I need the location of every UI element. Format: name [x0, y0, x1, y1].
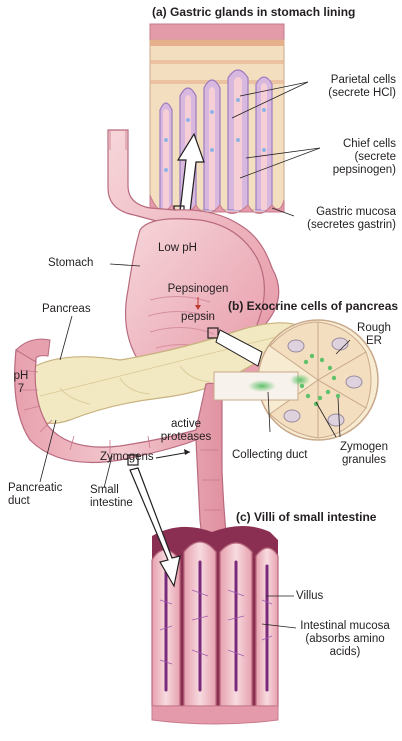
active-line1: active [170, 418, 202, 430]
low-ph-label: Low pH [158, 242, 197, 254]
active-line2: proteases [160, 431, 212, 443]
chief-label-line2: (secrete [354, 151, 396, 163]
gastric-gland-block [149, 23, 285, 217]
pancreatic-acinus [213, 319, 379, 441]
stomach-label: Stomach [48, 257, 94, 269]
rough-er-line2: ER [366, 335, 382, 347]
chief-label-line3: pepsinogen) [332, 164, 396, 176]
intestinal-mucosa-label: Intestinal mucosa (absorbs amino acids) [292, 620, 398, 659]
pancreatic-duct-line1: Pancreatic [8, 482, 63, 494]
collecting-duct-label: Collecting duct [232, 449, 308, 461]
small-intestine-line2: intestine [90, 497, 133, 509]
parietal-cells-label: Parietal cells (secrete HCl) [328, 74, 396, 100]
rough-er-label: Rough ER [352, 322, 396, 348]
zymogen-granules-line2: granules [341, 454, 387, 466]
ph-seven-label: pH 7 [8, 370, 34, 396]
pepsin-label: pepsin [181, 311, 215, 323]
panel-b-heading: (b) Exocrine cells of pancreas [228, 299, 399, 313]
chief-label-line1: Chief cells [342, 138, 396, 150]
ph-line2: 7 [17, 383, 25, 395]
ph-line1: pH [13, 370, 29, 382]
intestinal-mucosa-line1: Intestinal mucosa [300, 620, 390, 632]
pancreatic-duct-label: Pancreatic duct [8, 482, 62, 508]
panel-c-heading: (c) Villi of small intestine [236, 510, 377, 524]
leader-lines [39, 81, 321, 629]
panel-a-heading: (a) Gastric glands in stomach lining [152, 5, 356, 19]
activation-arrow [155, 451, 191, 459]
small-intestine-label: Small intestine [90, 484, 133, 510]
villi-block [129, 467, 279, 725]
pancreas-label: Pancreas [42, 303, 91, 315]
pepsinogen-label: Pepsinogen [167, 283, 229, 295]
mucosa-label-line1: Gastric mucosa [316, 206, 396, 218]
active-proteases-label: active proteases [146, 418, 226, 444]
small-intestine-line1: Small [90, 484, 119, 496]
chief-cells-label: Chief cells (secrete pepsinogen) [333, 138, 396, 177]
pancreatic-duct-line2: duct [8, 495, 30, 507]
rough-er-line1: Rough [357, 322, 391, 334]
mucosa-label-line2: (secretes gastrin) [307, 219, 396, 231]
parietal-label-line1: Parietal cells [330, 74, 396, 86]
intestinal-mucosa-line3: acids) [329, 646, 361, 658]
villus-label: Villus [296, 590, 324, 602]
zymogen-granules-line1: Zymogen [340, 441, 388, 453]
zymogens-label: Zymogens [100, 451, 154, 463]
gastric-mucosa-label: Gastric mucosa (secretes gastrin) [307, 206, 396, 232]
intestinal-mucosa-line2: (absorbs amino [305, 633, 385, 645]
zymogen-granules-label: Zymogen granules [334, 441, 394, 467]
parietal-label-line2: (secrete HCl) [328, 87, 396, 99]
